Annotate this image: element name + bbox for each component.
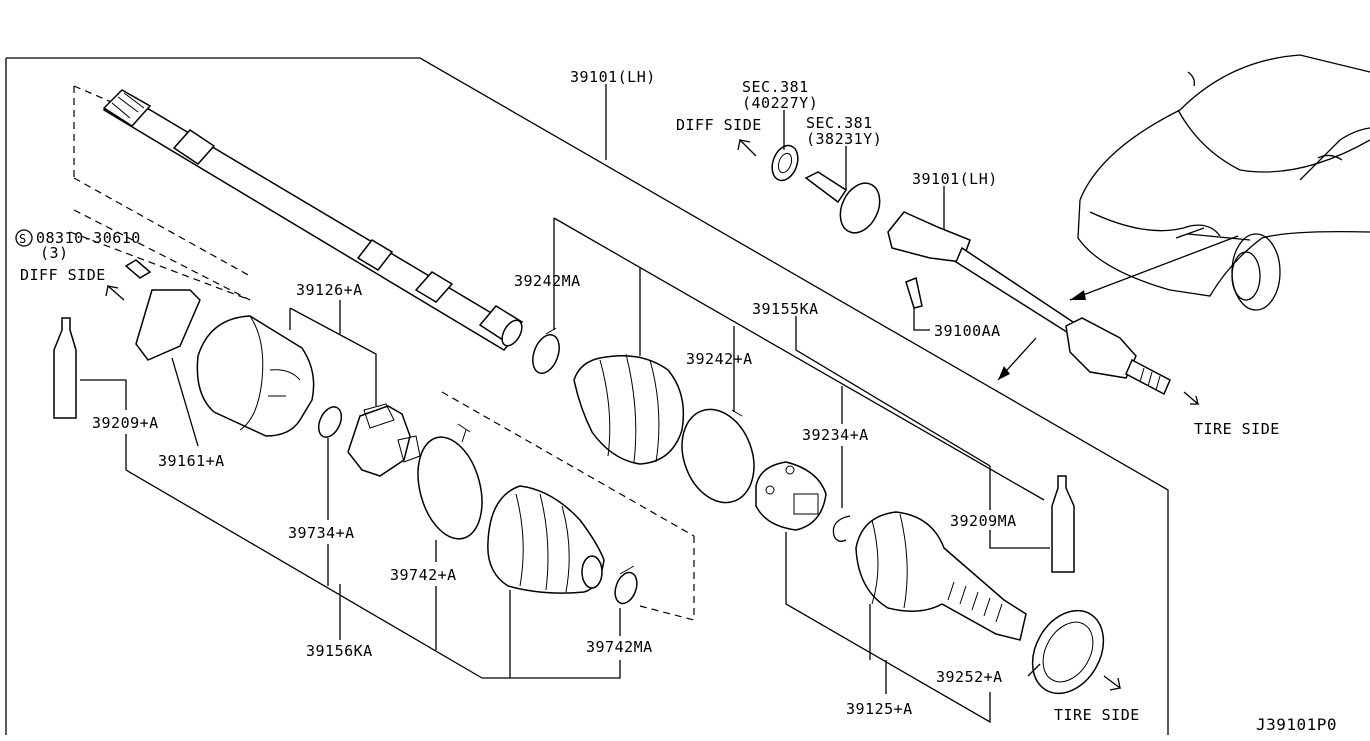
svg-text:S: S <box>19 232 27 246</box>
leader-lines <box>69 84 1205 724</box>
label-bolt-qty: (3) <box>40 244 69 262</box>
drive-shaft <box>102 89 524 351</box>
label-bolt-code: 08310-30610 <box>36 229 141 247</box>
label-39156ka: 39156KA <box>306 642 373 660</box>
label-sec381-b: SEC.381 <box>806 114 873 132</box>
label-sec381-b-code: (38231Y) <box>806 130 882 148</box>
label-diff-side-left: DIFF SIDE <box>20 266 106 284</box>
label-39100aa: 39100AA <box>934 322 1001 340</box>
vehicle-illustration <box>1069 54 1370 311</box>
label-sec381-a: SEC.381 <box>742 78 809 96</box>
middle-parts <box>532 327 851 542</box>
label-39161a: 39161+A <box>158 452 225 470</box>
label-39742ma: 39742MA <box>586 638 653 656</box>
circled-s-icon: S <box>15 229 33 247</box>
label-sec381-a-code: (40227Y) <box>742 94 818 112</box>
label-39155ka: 39155KA <box>752 300 819 318</box>
label-tire-side-top: TIRE SIDE <box>1194 420 1280 438</box>
assembled-shaft-inset <box>771 144 1171 396</box>
main-frame <box>5 57 1169 735</box>
diagram-code: J39101P0 <box>1256 715 1337 734</box>
direction-arrows <box>105 138 1200 691</box>
label-39242ma: 39242MA <box>514 272 581 290</box>
label-diff-side-top: DIFF SIDE <box>676 116 762 134</box>
label-39742a: 39742+A <box>390 566 457 584</box>
left-parts <box>53 259 638 605</box>
label-39126a: 39126+A <box>296 281 363 299</box>
label-39209a: 39209+A <box>92 414 159 432</box>
label-39252a: 39252+A <box>936 668 1003 686</box>
label-39125a: 39125+A <box>846 700 913 718</box>
label-39234a: 39234+A <box>802 426 869 444</box>
label-39209ma: 39209MA <box>950 512 1017 530</box>
label-39101-top: 39101(LH) <box>570 68 656 86</box>
label-tire-side-bottom: TIRE SIDE <box>1054 706 1140 724</box>
label-39242a: 39242+A <box>686 350 753 368</box>
part-labels: 39101(LH) SEC.381 (40227Y) SEC.381 (3823… <box>20 68 1337 734</box>
label-39734a: 39734+A <box>288 524 355 542</box>
right-parts <box>855 475 1105 695</box>
label-39101-right: 39101(LH) <box>912 170 998 188</box>
